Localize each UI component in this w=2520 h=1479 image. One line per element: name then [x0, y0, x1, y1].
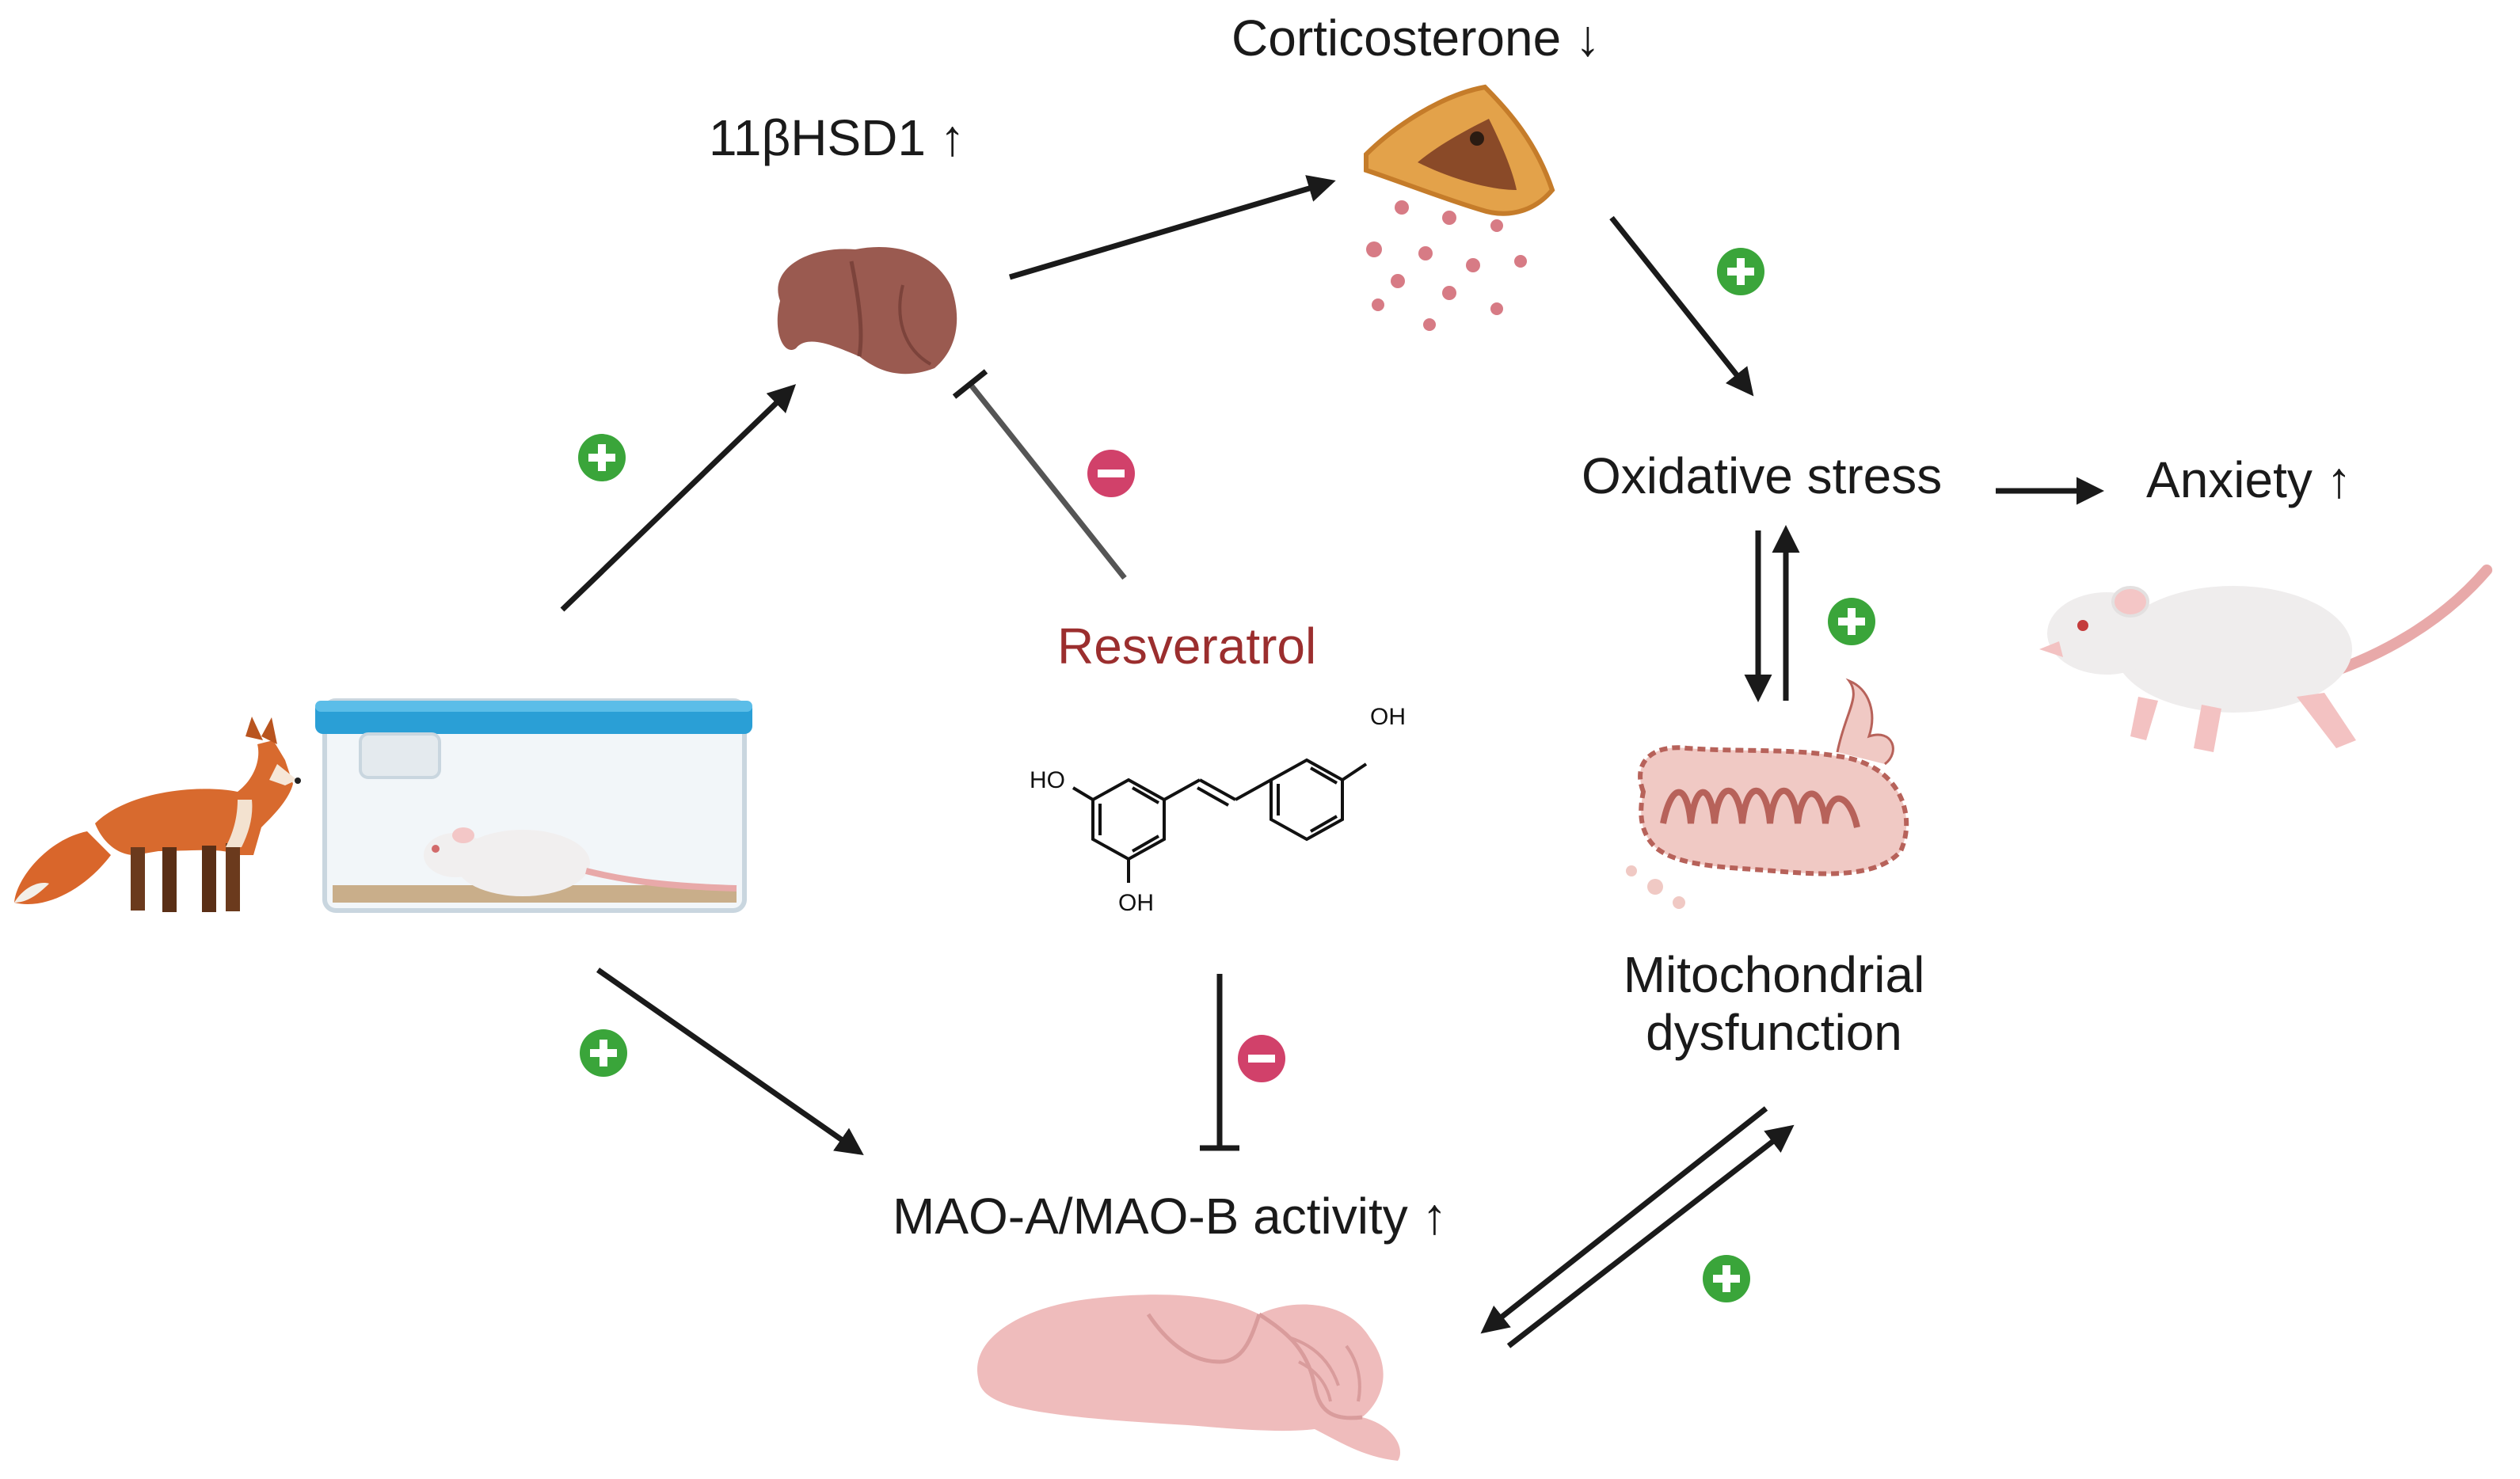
ho-left-label: HO: [1030, 767, 1065, 793]
resveratrol-structure-icon: [1072, 758, 1368, 883]
plus-sign-adrenal-oxidative: [1717, 248, 1764, 295]
inhibit-resveratrol-to-liver: [968, 382, 1127, 580]
oh-bottom-label: OH: [1118, 890, 1154, 916]
arrow-liver-to-adrenal: [1009, 175, 1336, 280]
label-resveratrol: Resveratrol: [1057, 618, 1317, 675]
arrow-adrenal-to-oxidative: [1609, 215, 1754, 397]
brain-icon: [976, 1295, 1400, 1461]
plus-sign-cage-mao: [580, 1029, 627, 1077]
plus-sign-brain-mito: [1703, 1255, 1750, 1302]
label-anxiety: Anxiety ↑: [2146, 451, 2352, 508]
arrow-mito-to-brain: [1480, 1106, 1768, 1334]
label-mao-activity: MAO-A/MAO-B activity ↑: [893, 1188, 1448, 1245]
adrenal-gland-icon: [1364, 84, 1555, 331]
plus-sign-cage-liver: [578, 434, 626, 481]
label-11bhsd1: 11βHSD1 ↑: [709, 109, 965, 166]
rat-icon: [2039, 565, 2492, 752]
label-mito-line2: dysfunction: [1646, 1004, 1902, 1061]
label-mito-line1: Mitochondrial: [1623, 946, 1925, 1003]
fox-icon: [14, 717, 301, 912]
rat-cage-icon: [315, 698, 752, 913]
mitochondrion-icon: [1626, 678, 1909, 909]
minus-sign-mao: [1238, 1035, 1285, 1082]
minus-sign-liver: [1087, 450, 1135, 497]
arrow-cage-to-mao: [596, 968, 864, 1156]
arrow-brain-to-mito: [1506, 1124, 1795, 1348]
plus-sign-oxidative-mito: [1828, 598, 1875, 645]
inhibit-bar-liver: [952, 369, 988, 399]
oh-top-label: OH: [1370, 704, 1406, 730]
arrow-cage-to-liver: [560, 384, 797, 612]
liver-icon: [777, 247, 957, 375]
label-corticosterone: Corticosterone ↓: [1231, 10, 1601, 67]
label-oxidative-stress: Oxidative stress: [1582, 447, 1943, 504]
